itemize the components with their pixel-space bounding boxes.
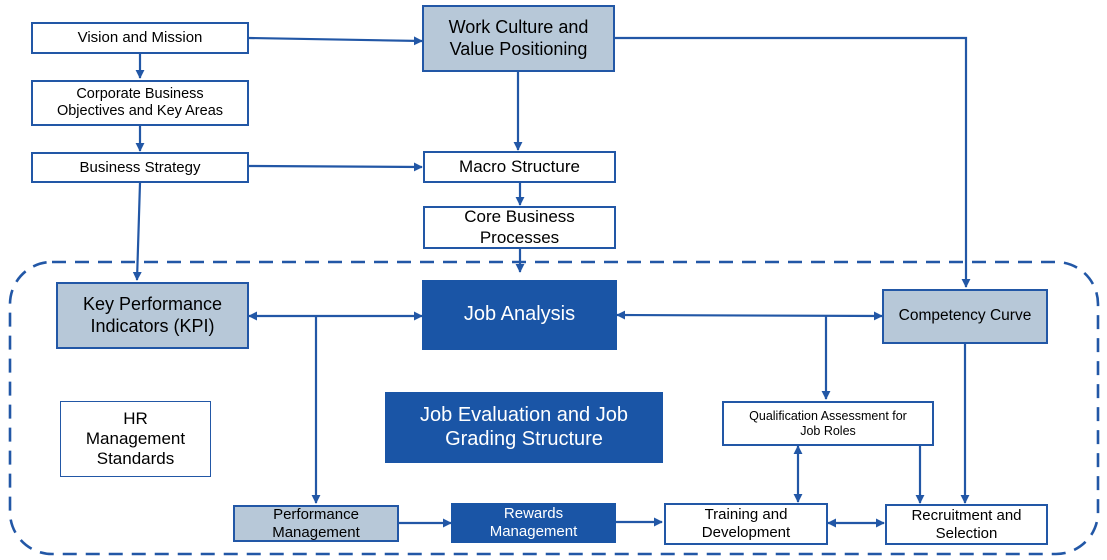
node-macro-structure: Macro Structure xyxy=(423,151,616,183)
arrow-strategy-to-macro xyxy=(248,162,423,172)
node-competency-curve: Competency Curve xyxy=(882,289,1048,344)
node-core-processes: Core Business Processes xyxy=(423,206,616,249)
node-rewards: Rewards Management xyxy=(451,503,616,543)
arrow-jobanalysis-competency xyxy=(616,310,883,321)
node-work-culture: Work Culture and Value Positioning xyxy=(422,5,615,72)
node-qualification: Qualification Assessment for Job Roles xyxy=(722,401,934,446)
node-training: Training and Development xyxy=(664,503,828,545)
hr-system-boundary xyxy=(8,260,1100,556)
node-vision-mission: Vision and Mission xyxy=(31,22,249,54)
node-business-strategy: Business Strategy xyxy=(31,152,249,183)
node-kpi: Key Performance Indicators (KPI) xyxy=(56,282,249,349)
arrow-vision-to-culture xyxy=(248,36,423,46)
node-job-evaluation: Job Evaluation and Job Grading Structure xyxy=(385,392,663,463)
node-job-analysis: Job Analysis xyxy=(422,280,617,350)
node-recruitment: Recruitment and Selection xyxy=(885,504,1048,545)
node-corporate-objectives: Corporate Business Objectives and Key Ar… xyxy=(31,80,249,126)
arrow-strategy-to-kpi xyxy=(132,182,142,281)
node-hr-standards: HR Management Standards xyxy=(60,401,211,477)
node-performance: Performance Management xyxy=(233,505,399,542)
arrow-culture-to-competency xyxy=(615,36,971,288)
